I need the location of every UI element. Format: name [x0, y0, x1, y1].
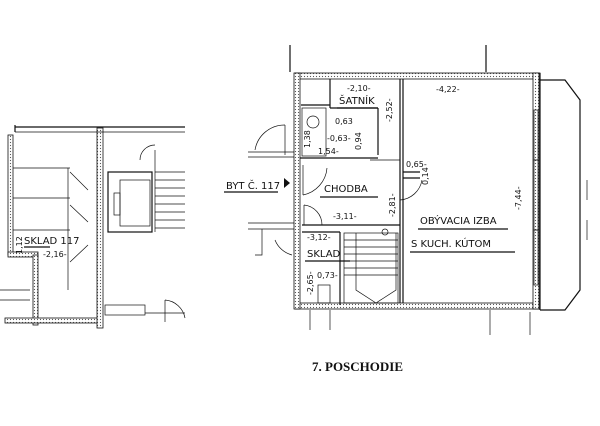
- dim-niche-width: 0,65-: [406, 160, 427, 169]
- dim-bath-a: 0,63: [335, 117, 353, 126]
- dim-corridor-height: -2,81-: [388, 193, 397, 217]
- floor-title: 7. POSCHODIE: [312, 359, 403, 374]
- left-storage-height: 1,12: [15, 236, 24, 254]
- dim-living-width: -4,22-: [436, 85, 460, 94]
- entrance-arrow-icon: [284, 178, 290, 188]
- unit-label: BYT Č. 117: [226, 179, 280, 192]
- room-living-line2: S KUCH. KÚTOM: [411, 237, 491, 250]
- dim-bath-b: -0,63-: [327, 134, 351, 143]
- dim-bath-c: 0,94: [354, 132, 363, 150]
- dim-bath-d: 1,54-: [318, 147, 339, 156]
- left-building-block: SKLAD 117 -2,16- 1,12: [0, 125, 186, 329]
- dim-storage-height: -2,65-: [306, 271, 315, 295]
- dim-niche-height: 0,14: [421, 167, 430, 185]
- room-storage: SKLAD: [307, 249, 341, 260]
- inner-stairs: [343, 228, 399, 304]
- room-corridor: CHODBA: [324, 184, 368, 195]
- dim-bath-e: 1,38: [303, 130, 312, 148]
- room-wardrobe: ŠATNÍK: [339, 94, 375, 107]
- dim-wardrobe-height: -2,52-: [385, 98, 394, 122]
- dim-wardrobe-width: -2,10-: [347, 84, 371, 93]
- left-storage-width: -2,16-: [43, 250, 67, 259]
- dim-corridor-width: -3,11-: [333, 212, 357, 221]
- dim-storage-b: 0,73-: [317, 271, 338, 280]
- apartment-117: BYT Č. 117 ŠATNÍK CHODBA OBÝVACIA IZBA S…: [224, 45, 588, 335]
- left-stairs: [154, 150, 185, 232]
- room-living-line1: OBÝVACIA IZBA: [420, 214, 497, 227]
- dim-storage-width: -3,12-: [307, 233, 331, 242]
- dim-living-height: -7,44-: [514, 186, 523, 210]
- left-storage-label: SKLAD 117: [24, 236, 80, 247]
